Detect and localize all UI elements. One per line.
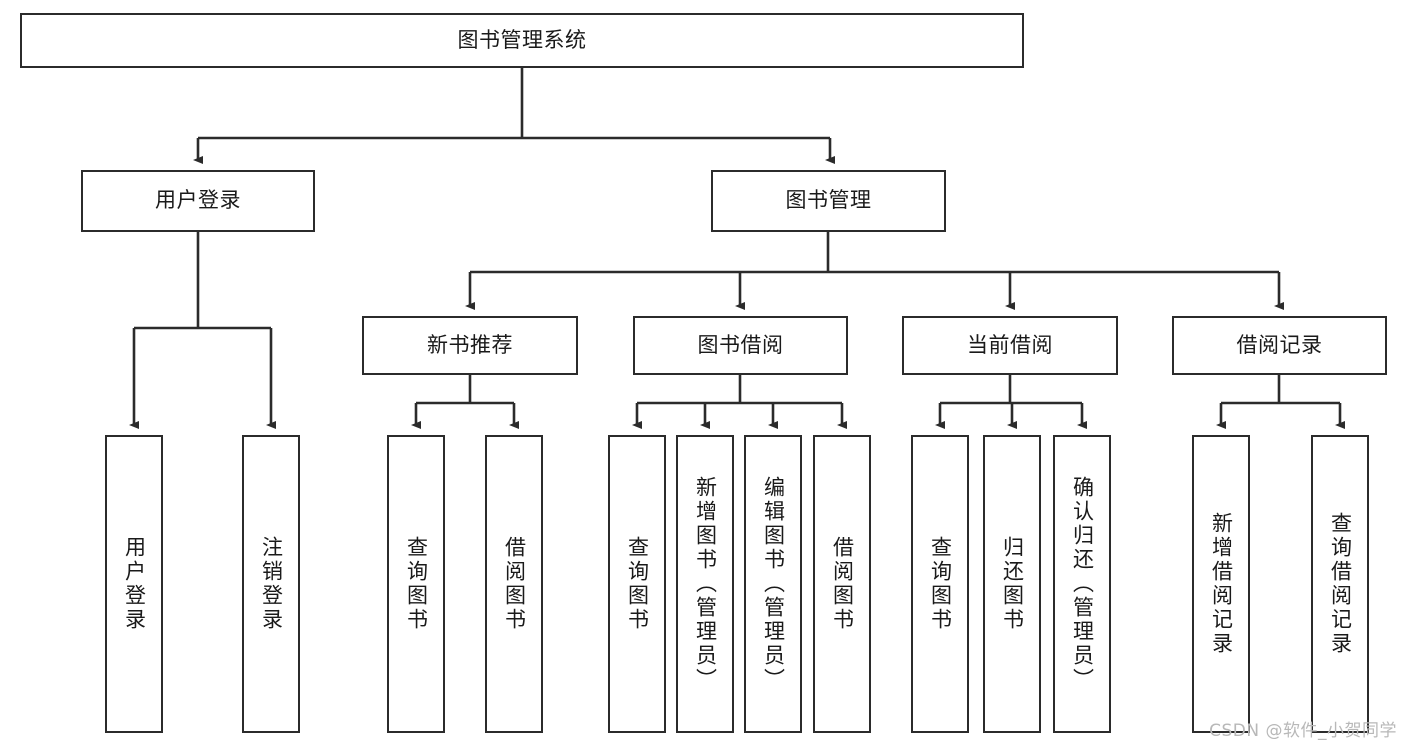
leaf-logout-login[interactable]: 注销登录: [242, 435, 300, 733]
node-new-book-recommend-label: 新书推荐: [427, 332, 513, 357]
leaf-query-book-recommend-label: 查询图书: [404, 536, 429, 632]
node-book-manage-label: 图书管理: [785, 188, 872, 213]
leaf-logout-login-label: 注销登录: [259, 536, 284, 632]
leaf-borrow-book[interactable]: 借阅图书: [813, 435, 871, 733]
leaf-borrow-book-recommend[interactable]: 借阅图书: [485, 435, 543, 733]
leaf-borrow-book-label: 借阅图书: [830, 536, 855, 632]
node-current-borrow-label: 当前借阅: [967, 332, 1053, 357]
leaf-query-book-borrow-label: 查询图书: [625, 536, 650, 632]
node-book-borrow[interactable]: 图书借阅: [633, 316, 848, 375]
leaf-edit-book-label: 编辑图书（管理员）: [761, 476, 786, 692]
node-current-borrow[interactable]: 当前借阅: [902, 316, 1118, 375]
leaf-user-login-label: 用户登录: [122, 536, 147, 632]
leaf-borrow-book-recommend-label: 借阅图书: [502, 536, 527, 632]
node-borrow-record[interactable]: 借阅记录: [1172, 316, 1387, 375]
node-book-manage[interactable]: 图书管理: [711, 170, 946, 232]
leaf-user-login[interactable]: 用户登录: [105, 435, 163, 733]
leaf-confirm-return[interactable]: 确认归还（管理员）: [1053, 435, 1111, 733]
leaf-add-book[interactable]: 新增图书（管理员）: [676, 435, 734, 733]
leaf-return-book-label: 归还图书: [1000, 536, 1025, 632]
node-root-label: 图书管理系统: [457, 27, 587, 52]
node-borrow-record-label: 借阅记录: [1236, 332, 1323, 357]
leaf-query-borrow-record[interactable]: 查询借阅记录: [1311, 435, 1369, 733]
leaf-add-book-label: 新增图书（管理员）: [693, 476, 718, 692]
leaf-query-book-borrow[interactable]: 查询图书: [608, 435, 666, 733]
leaf-query-book-recommend[interactable]: 查询图书: [387, 435, 445, 733]
node-root[interactable]: 图书管理系统: [20, 13, 1024, 68]
leaf-query-borrow-record-label: 查询借阅记录: [1328, 512, 1353, 656]
node-new-book-recommend[interactable]: 新书推荐: [362, 316, 578, 375]
leaf-return-book[interactable]: 归还图书: [983, 435, 1041, 733]
node-book-borrow-label: 图书借阅: [697, 332, 784, 357]
node-user-login-label: 用户登录: [155, 188, 241, 213]
leaf-add-borrow-record-label: 新增借阅记录: [1209, 512, 1234, 656]
leaf-query-book-current[interactable]: 查询图书: [911, 435, 969, 733]
leaf-query-book-current-label: 查询图书: [928, 536, 953, 632]
node-user-login[interactable]: 用户登录: [81, 170, 315, 232]
leaf-edit-book[interactable]: 编辑图书（管理员）: [744, 435, 802, 733]
leaf-add-borrow-record[interactable]: 新增借阅记录: [1192, 435, 1250, 733]
leaf-confirm-return-label: 确认归还（管理员）: [1070, 476, 1095, 692]
